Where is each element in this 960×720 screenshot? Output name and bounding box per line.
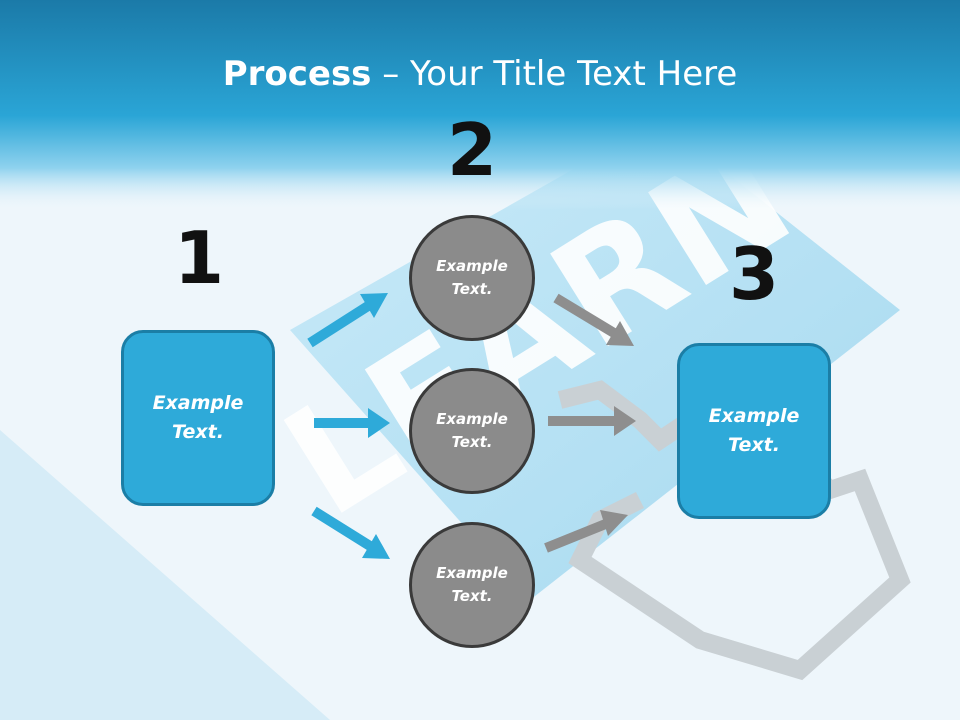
step-3-label: Example Text.	[708, 405, 800, 456]
title-rest: – Your Title Text Here	[371, 54, 738, 94]
gray-arrow-down	[553, 293, 634, 346]
circle-top: Example Text.	[409, 215, 535, 341]
step-number-2: 2	[446, 108, 498, 192]
step-1-box: Example Text.	[121, 330, 275, 506]
slide-title: Process – Your Title Text Here	[0, 52, 960, 96]
blue-arrow-middle	[314, 408, 390, 438]
circle-middle: Example Text.	[409, 368, 535, 494]
title-bold: Process	[222, 54, 372, 94]
circle-middle-label: Example Text.	[436, 410, 508, 451]
circle-bottom: Example Text.	[409, 522, 535, 648]
gray-arrow-up	[544, 510, 628, 553]
step-3-box: Example Text.	[677, 343, 831, 519]
blue-arrow-up	[307, 293, 388, 348]
step-number-3: 3	[728, 232, 780, 316]
gray-arrow-middle	[548, 406, 636, 436]
step-1-label: Example Text.	[152, 392, 244, 443]
step-number-1: 1	[173, 216, 225, 300]
circle-bottom-label: Example Text.	[436, 564, 508, 605]
blue-arrow-down	[311, 506, 390, 559]
circle-top-label: Example Text.	[436, 257, 508, 298]
